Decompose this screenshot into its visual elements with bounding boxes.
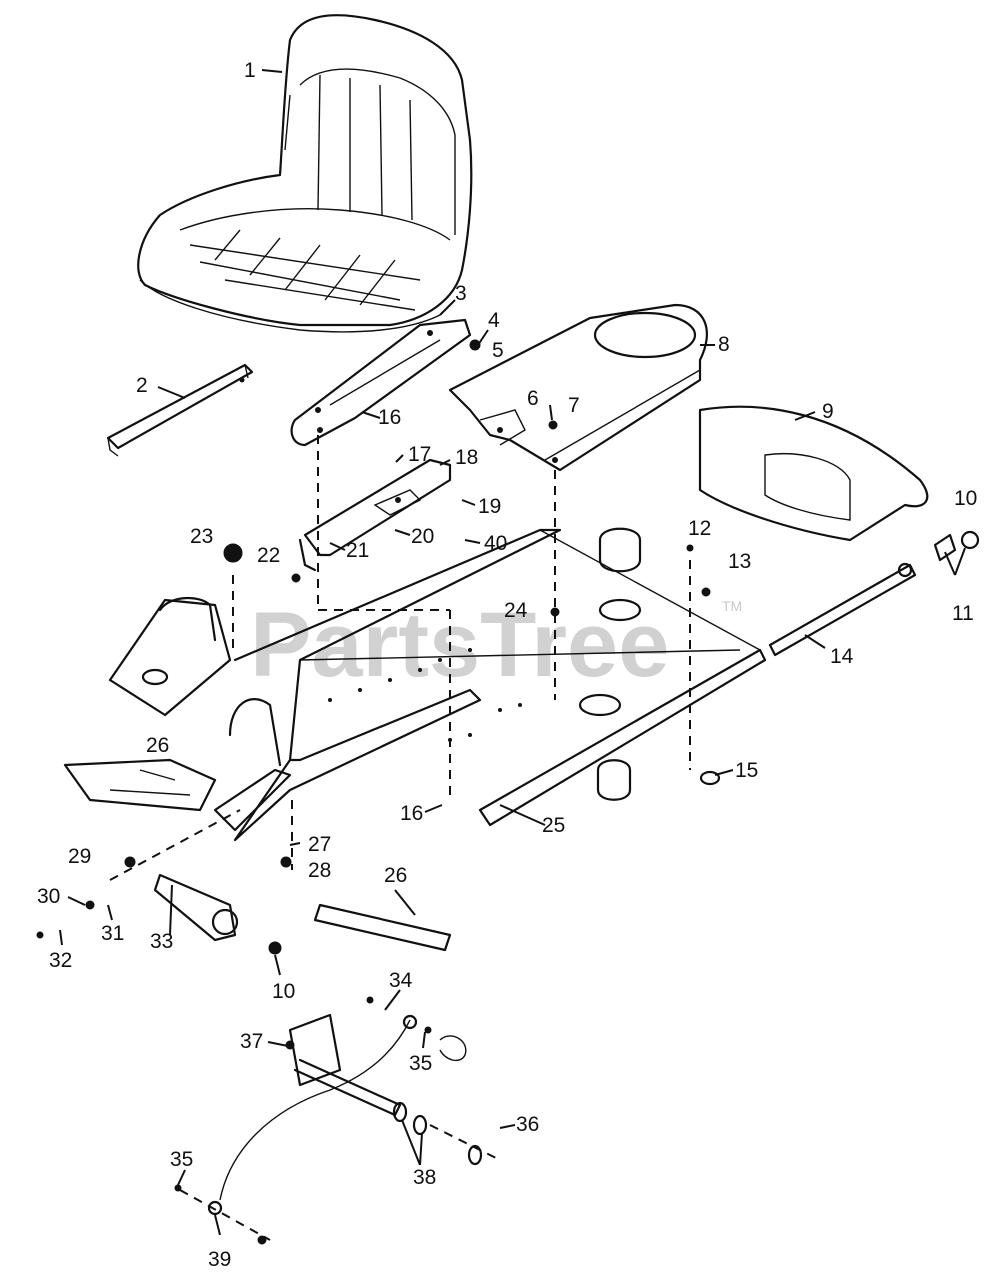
callout-33: 33 — [150, 930, 173, 953]
callout-37: 37 — [240, 1030, 263, 1053]
callout-15: 15 — [735, 759, 758, 782]
callout-28: 28 — [308, 859, 331, 882]
seat — [137, 14, 473, 333]
trademark-text: TM — [722, 598, 742, 614]
callout-10: 10 — [954, 487, 977, 510]
callout-16-upper: 16 — [378, 406, 401, 429]
callout-35-upper: 35 — [409, 1052, 432, 1075]
fender-plate — [448, 303, 708, 472]
watermark-text: PartsTree — [250, 594, 669, 696]
callout-3: 3 — [455, 282, 467, 305]
callout-30: 30 — [37, 885, 60, 908]
callout-24: 24 — [504, 599, 528, 622]
callout-21: 21 — [346, 539, 369, 562]
callout-25: 25 — [542, 814, 565, 837]
callout-18: 18 — [455, 446, 478, 469]
callout-labels: 1 2 3 4 5 6 7 8 9 10 11 12 13 14 15 16 1… — [37, 59, 977, 1271]
hardware — [36, 339, 721, 1245]
callout-23: 23 — [190, 525, 213, 548]
lower-linkage — [153, 873, 483, 1216]
callout-35-lower: 35 — [170, 1148, 193, 1171]
callout-26-upper: 26 — [146, 734, 169, 757]
callout-1: 1 — [244, 59, 256, 82]
callout-27: 27 — [308, 833, 331, 856]
callout-12: 12 — [688, 517, 711, 540]
callout-36: 36 — [516, 1113, 539, 1136]
battery-cover — [698, 405, 929, 542]
callout-22: 22 — [257, 544, 280, 567]
seat-rail — [106, 363, 254, 457]
callout-7: 7 — [568, 394, 580, 417]
callout-8: 8 — [718, 333, 730, 356]
assembly-lines — [109, 435, 691, 1241]
callout-29: 29 — [68, 845, 91, 868]
callout-19: 19 — [478, 495, 501, 518]
pedal-plate — [63, 758, 452, 952]
callout-4: 4 — [488, 309, 500, 332]
callout-34: 34 — [389, 969, 413, 992]
callout-32: 32 — [49, 949, 72, 972]
callout-38: 38 — [413, 1166, 436, 1189]
callout-5: 5 — [492, 339, 504, 362]
callout-13: 13 — [728, 550, 751, 573]
callout-17: 17 — [408, 443, 431, 466]
callout-31: 31 — [101, 922, 124, 945]
callout-26-lower: 26 — [384, 864, 407, 887]
callout-40: 40 — [484, 532, 507, 555]
callout-16-lower: 16 — [400, 802, 423, 825]
callout-11: 11 — [952, 602, 974, 625]
callout-20: 20 — [411, 525, 434, 548]
callout-2: 2 — [136, 374, 148, 397]
frame — [108, 527, 767, 842]
callout-10-lower: 10 — [272, 980, 295, 1003]
callout-14: 14 — [830, 645, 854, 668]
axle-rod — [768, 530, 980, 657]
callout-9: 9 — [822, 400, 834, 423]
callout-39: 39 — [208, 1248, 231, 1271]
switch-bracket — [298, 458, 452, 572]
leaders — [59, 69, 966, 1236]
seat-bracket — [290, 318, 472, 447]
callout-6: 6 — [527, 387, 539, 410]
